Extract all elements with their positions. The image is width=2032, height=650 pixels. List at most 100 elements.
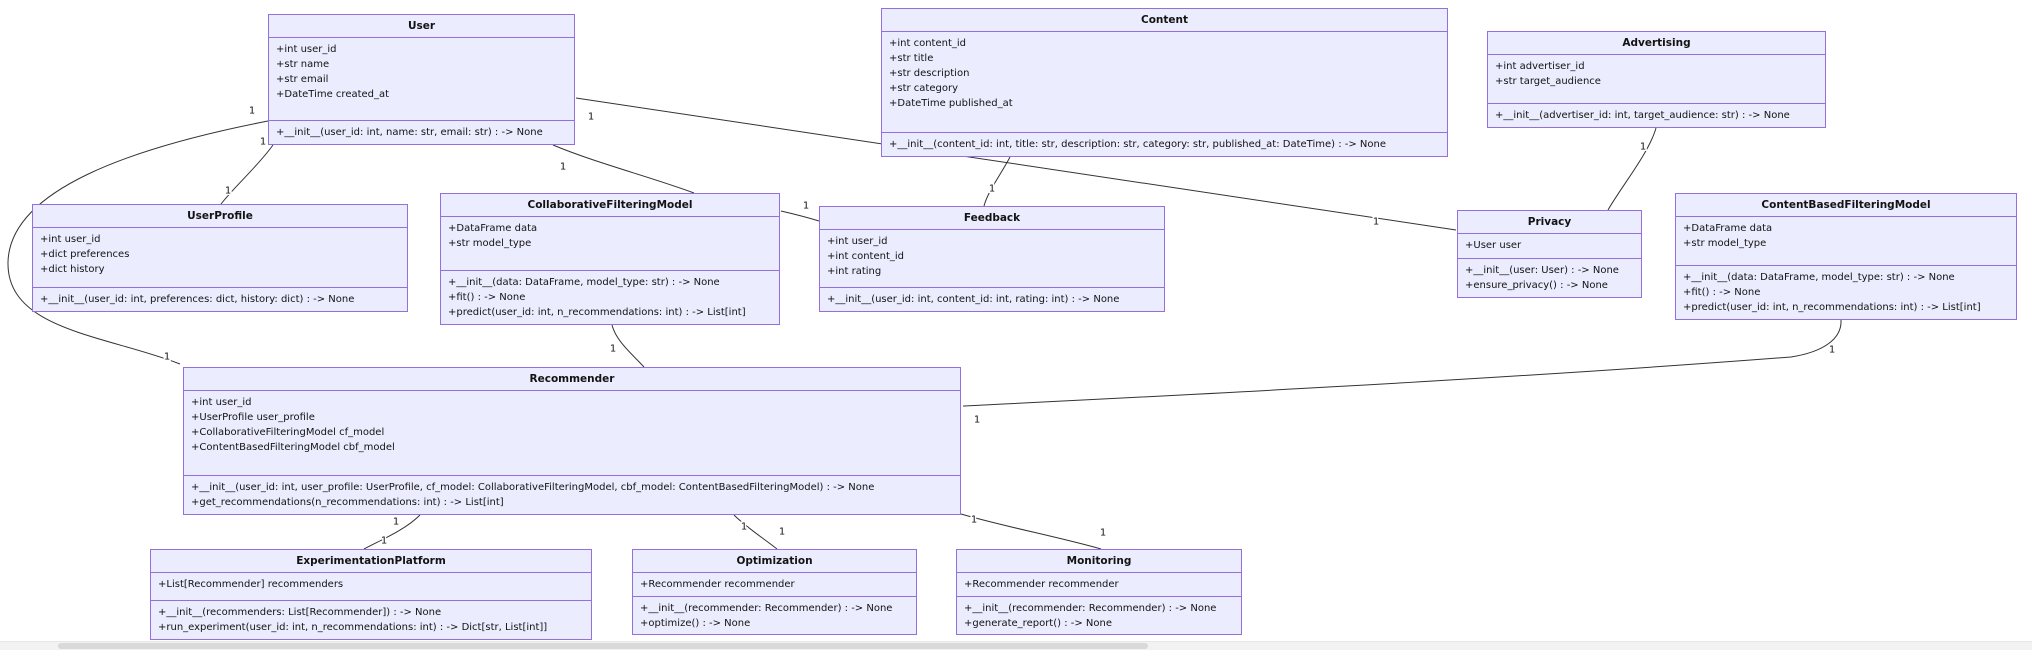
class-attribute: +str title [889, 53, 934, 64]
edge-recommender-experimentationplatform [363, 514, 421, 550]
class-attribute: +DataFrame data [1683, 223, 1773, 234]
edge-cfm-feedback [780, 210, 820, 222]
class-method: +optimize() : -> None [640, 618, 751, 629]
class-method: +predict(user_id: int, n_recommendations… [1683, 302, 1981, 313]
class-attributes-content: +int content_id +str title +str descriptio… [882, 32, 1447, 133]
edge-advertising-privacy [1607, 127, 1657, 211]
class-attribute: +int content_id [889, 38, 967, 49]
edge-user-userprofile [220, 144, 274, 205]
class-methods-feedback: +__init__(user_id: int, content_id: int,… [820, 288, 1164, 311]
class-method: +__init__(data: DataFrame, model_type: s… [1683, 272, 1955, 283]
class-box-experimentationplatform: ExperimentationPlatform +List[Recommender… [150, 549, 592, 640]
class-box-monitoring: Monitoring +Recommender recommender +__ini… [956, 549, 1242, 635]
multiplicity-label: 1 [1373, 217, 1379, 228]
class-attribute: +User user [1465, 240, 1522, 251]
multiplicity-label: 1 [989, 184, 995, 195]
class-attributes-privacy: +User user [1458, 234, 1641, 259]
multiplicity-label: 1 [741, 522, 747, 533]
class-attribute: +DateTime published_at [889, 98, 1013, 109]
class-attributes-cfm: +DataFrame data+str model_type [441, 217, 779, 271]
multiplicity-label: 1 [381, 536, 387, 547]
class-attributes-monitoring: +Recommender recommender [957, 573, 1241, 597]
class-attribute: +int rating [827, 266, 882, 277]
class-methods-user: +__init__(user_id: int, name: str, email… [269, 121, 574, 144]
multiplicity-label: 1 [974, 415, 980, 426]
class-attribute: +dict history [40, 264, 105, 275]
class-attributes-recommender: +int user_id+UserProfile user_profile+Co… [184, 391, 960, 476]
class-methods-userprofile: +__init__(user_id: int, preferences: dic… [33, 288, 407, 311]
edge-user-cfm [552, 144, 695, 194]
class-method: +__init__(user: User) : -> None [1465, 265, 1619, 276]
edge-cbfm-recommender [962, 319, 1842, 407]
class-attribute: +int content_id [827, 251, 905, 262]
class-attribute: +int advertiser_id [1495, 61, 1585, 72]
class-title-feedback: Feedback [820, 207, 1164, 230]
multiplicity-label: 1 [164, 352, 170, 363]
multiplicity-label: 1 [779, 527, 785, 538]
class-attribute: +DataFrame data [448, 223, 538, 234]
horizontal-scrollbar[interactable] [0, 641, 2032, 650]
class-box-optimization: Optimization+Recommender recommender+__i… [632, 549, 917, 635]
class-methods-recommender: +__init__(user_id: int, user_profile: Us… [184, 476, 960, 514]
edge-recommender-optimization [733, 514, 778, 550]
class-methods-cbfm: +__init__(data: DataFrame, model_type: s… [1676, 266, 2016, 319]
horizontal-scrollbar-thumb[interactable] [58, 643, 1148, 649]
class-box-content: Content +int content_id +str title +str des… [881, 8, 1448, 157]
class-box-advertising: Advertising +int advertiser_id +str target… [1487, 31, 1826, 128]
class-method: +__init__(recommender: Recommender) : ->… [640, 603, 893, 614]
edge-content-feedback [983, 156, 1011, 207]
class-title-experimentationplatform: ExperimentationPlatform [151, 550, 591, 573]
edge-cfm-recommender [611, 324, 645, 368]
class-attribute: +ContentBasedFilteringModel cbf_model [191, 442, 395, 453]
class-method: +fit() : -> None [1683, 287, 1761, 298]
edge-user-privacy [575, 97, 1457, 231]
class-method: +__init__(advertiser_id: int, target_aud… [1495, 110, 1790, 121]
class-methods-monitoring: +__init__(recommender: Recommender) : ->… [957, 597, 1241, 635]
class-box-cfm: CollaborativeFilteringModel+DataFrame da… [440, 193, 780, 325]
multiplicity-label: 1 [1829, 345, 1835, 356]
class-method: +__init__(recommender: Recommender) : ->… [964, 603, 1217, 614]
class-attribute: +int user_id [191, 397, 252, 408]
class-methods-experimentationplatform: +__init__(recommenders: List[Recommender… [151, 601, 591, 639]
edge-recommender-monitoring [960, 513, 1102, 550]
class-attributes-experimentationplatform: +List[Recommender] recommenders [151, 573, 591, 601]
class-title-optimization: Optimization [633, 550, 916, 573]
multiplicity-label: 1 [610, 344, 616, 355]
class-attribute: +List[Recommender] recommenders [158, 579, 344, 590]
class-title-advertising: Advertising [1488, 32, 1825, 55]
class-attribute: +Recommender recommender [964, 579, 1119, 590]
class-attributes-advertising: +int advertiser_id +str target_audience [1488, 55, 1825, 104]
class-attribute: +str name [276, 59, 330, 70]
class-attributes-userprofile: +int user_id+dict preferences+dict histo… [33, 228, 407, 288]
class-box-user: User+int user_id+str name+str email+Date… [268, 14, 575, 145]
class-attribute: +CollaborativeFilteringModel cf_model [191, 427, 385, 438]
class-attribute: +int user_id [40, 234, 101, 245]
class-method: +__init__(data: DataFrame, model_type: s… [448, 277, 720, 288]
class-title-user: User [269, 15, 574, 38]
class-methods-privacy: +__init__(user: User) : -> None+ensure_p… [1458, 259, 1641, 297]
class-title-recommender: Recommender [184, 368, 960, 391]
class-box-cbfm: ContentBasedFilteringModel+DataFrame dat… [1675, 193, 2017, 320]
class-methods-content: +__init__(content_id: int, title: str, d… [882, 133, 1447, 156]
class-attribute: +str description [889, 68, 970, 79]
class-method: +predict(user_id: int, n_recommendations… [448, 307, 746, 318]
multiplicity-label: 1 [803, 201, 809, 212]
class-attributes-feedback: +int user_id +int content_id +int rating [820, 230, 1164, 288]
class-attributes-cbfm: +DataFrame data+str model_type [1676, 217, 2016, 266]
multiplicity-label: 1 [971, 515, 977, 526]
class-attributes-user: +int user_id+str name+str email+DateTime… [269, 38, 574, 121]
class-box-userprofile: UserProfile+int user_id+dict preferences… [32, 204, 408, 312]
multiplicity-label: 1 [560, 162, 566, 173]
class-method: +run_experiment(user_id: int, n_recommen… [158, 622, 548, 633]
class-title-content: Content [882, 9, 1447, 32]
class-title-monitoring: Monitoring [957, 550, 1241, 573]
class-method: +fit() : -> None [448, 292, 526, 303]
multiplicity-label: 1 [393, 517, 399, 528]
class-attribute: +DateTime created_at [276, 89, 390, 100]
class-attribute: +int user_id [827, 236, 888, 247]
class-methods-advertising: +__init__(advertiser_id: int, target_aud… [1488, 104, 1825, 127]
class-attribute: +str target_audience [1495, 76, 1601, 87]
class-box-recommender: Recommender+int user_id+UserProfile user… [183, 367, 961, 515]
